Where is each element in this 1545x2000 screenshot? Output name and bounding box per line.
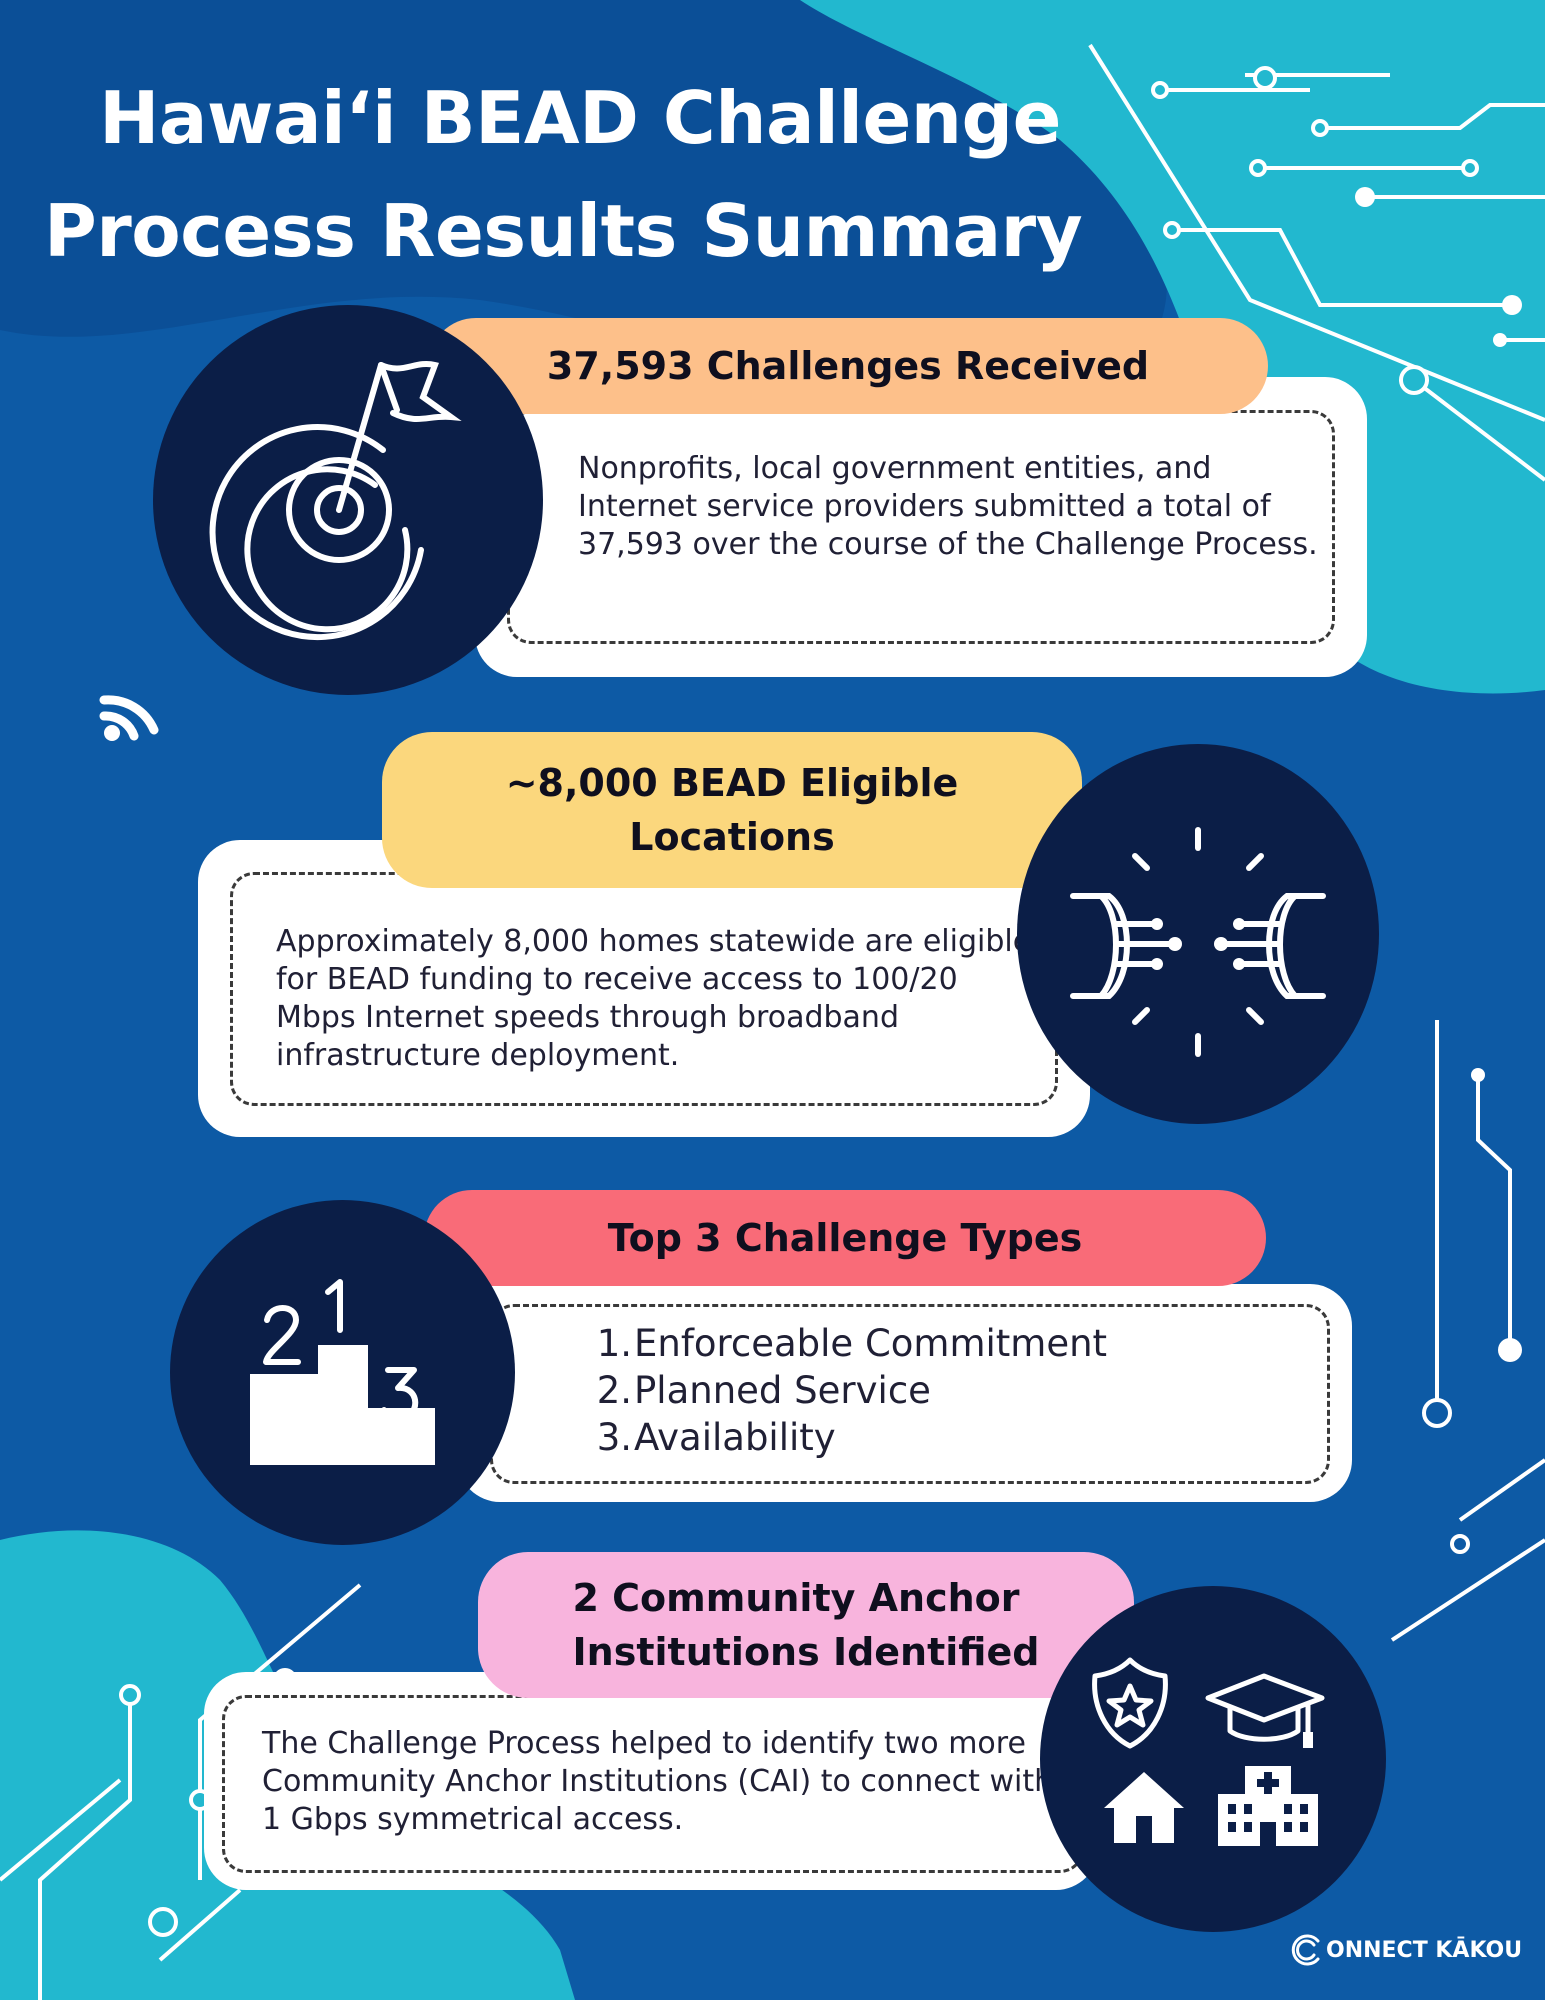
locations-heading-line-2: Locations [629,815,835,859]
logo-text: ONNECT KĀKOU [1326,1937,1523,1963]
locations-heading: ~8,000 BEAD Eligible Locations [382,732,1082,888]
types-heading: Top 3 Challenge Types [424,1190,1266,1286]
challenge-types-list: 1.Enforceable Commitment 2.Planned Servi… [596,1320,1296,1461]
title-line-1: Hawai‘i BEAD Challenge [99,76,1061,160]
list-item-label: Enforceable Commitment [634,1322,1108,1365]
list-item-number: 3. [596,1416,632,1459]
page-title: Hawai‘i BEAD Challenge Process Results S… [40,62,1120,288]
anchors-card [204,1672,1098,1890]
list-item-number: 2. [596,1369,632,1412]
list-item: 2.Planned Service [596,1367,1296,1414]
house-icon [1104,1772,1184,1843]
connect-kakou-logo: ONNECT KĀKOU [1290,1933,1522,1967]
podium-icon [250,1279,435,1465]
challenges-heading: 37,593 Challenges Received [428,318,1268,414]
connect-logo-icon [1291,1934,1320,1966]
list-item: 1.Enforceable Commitment [596,1320,1296,1367]
challenges-body: Nonprofits, local government entities, a… [578,451,1318,562]
graduation-cap-icon [1205,1673,1325,1742]
anchors-icon-circle [1040,1586,1386,1932]
hospital-icon [1218,1766,1318,1846]
anchors-heading-line-2: Institutions Identified [572,1630,1040,1674]
challenges-icon-circle [153,305,543,695]
police-badge-icon [1092,1657,1168,1749]
locations-body: Approximately 8,000 homes statewide are … [276,924,1032,1073]
locations-card [198,840,1090,1137]
list-item-label: Planned Service [634,1369,931,1412]
locations-heading-line-1: ~8,000 BEAD Eligible [505,761,959,805]
wifi-icon [99,695,159,741]
challenges-card [475,377,1367,677]
list-item: 3.Availability [596,1414,1296,1461]
types-icon-circle [170,1200,515,1545]
list-item-label: Availability [634,1416,836,1459]
locations-icon-circle [1017,744,1379,1124]
fiber-connection-icon [1070,827,1326,1057]
target-flag-icon [209,360,462,641]
anchors-heading: 2 Community Anchor Institutions Identifi… [478,1552,1134,1698]
list-item-number: 1. [596,1322,632,1365]
anchors-heading-line-1: 2 Community Anchor [572,1576,1020,1620]
title-line-2: Process Results Summary [44,189,1083,273]
anchors-body: The Challenge Process helped to identify… [262,1726,1054,1837]
types-card [458,1284,1352,1502]
